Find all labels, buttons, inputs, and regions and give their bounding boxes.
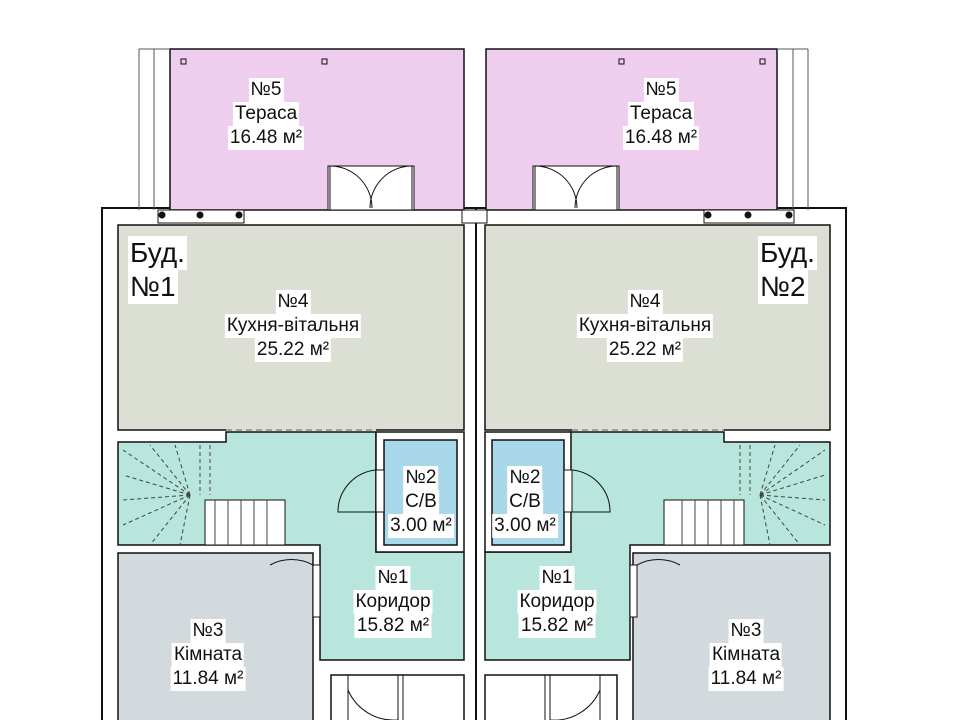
bathroom-door-right [563,469,611,513]
building-label-line2: №2 [758,270,808,304]
room-area: 15.82 м² [354,614,432,638]
room-name: Кімната [709,643,783,667]
room-number: №4 [627,290,663,314]
room-name: Кухня-вітальня [224,314,362,338]
label-terrace-right: №5 Тераса 16.48 м² [622,78,700,150]
room-name: Коридор [517,590,597,614]
label-terrace-left: №5 Тераса 16.48 м² [227,78,305,150]
bathroom-door-left [337,469,385,513]
building-label-line1: Буд. [758,236,817,270]
room-name: С/В [403,490,439,514]
room-door-left [269,559,321,618]
room-number: №4 [275,290,311,314]
room-number: №2 [507,466,543,490]
room-name: Тераса [232,102,300,126]
room-number: №1 [539,566,575,590]
terrace-fill [169,48,465,211]
building-label-line1: Буд. [128,236,187,270]
room-number: №3 [728,619,764,643]
label-bathroom-right: №2 С/В 3.00 м² [492,466,558,538]
building-label-1: Буд. №1 [128,236,187,304]
room-name: С/В [507,490,543,514]
room-number: №5 [248,78,284,102]
label-kitchen-right: №4 Кухня-вітальня 25.22 м² [576,290,714,362]
label-kitchen-left: №4 Кухня-вітальня 25.22 м² [224,290,362,362]
label-room-right: №3 Кімната 11.84 м² [708,619,784,691]
stairs-left [122,444,286,546]
room-area: 25.22 м² [254,338,332,362]
building-label-line2: №1 [128,270,178,304]
room-name: Кімната [171,643,245,667]
terrace-door-left [327,165,415,211]
room-area: 11.84 м² [170,667,246,691]
room-name: Коридор [353,590,433,614]
room-area: 16.48 м² [227,126,305,150]
room-number: №3 [190,619,226,643]
entrance-right [484,674,618,720]
label-corridor-left: №1 Коридор 15.82 м² [353,566,433,638]
terrace-left [138,48,465,211]
room-number: №2 [403,466,439,490]
room-name: Тераса [627,102,695,126]
room-name: Кухня-вітальня [576,314,714,338]
label-corridor-right: №1 Коридор 15.82 м² [517,566,597,638]
room-number: №1 [375,566,411,590]
room-area: 25.22 м² [606,338,684,362]
building-label-2: Буд. №2 [758,236,817,304]
room-area: 15.82 м² [518,614,596,638]
windows-top [157,209,795,224]
room-number: №5 [643,78,679,102]
room-area: 3.00 м² [492,514,558,538]
room-area: 16.48 м² [622,126,700,150]
room-door-right [629,559,681,618]
label-room-left: №3 Кімната 11.84 м² [170,619,246,691]
stairs-right [663,444,826,546]
room-area: 11.84 м² [708,667,784,691]
label-bathroom-left: №2 С/В 3.00 м² [388,466,454,538]
room-area: 3.00 м² [388,514,454,538]
terrace-door-right [532,165,620,211]
